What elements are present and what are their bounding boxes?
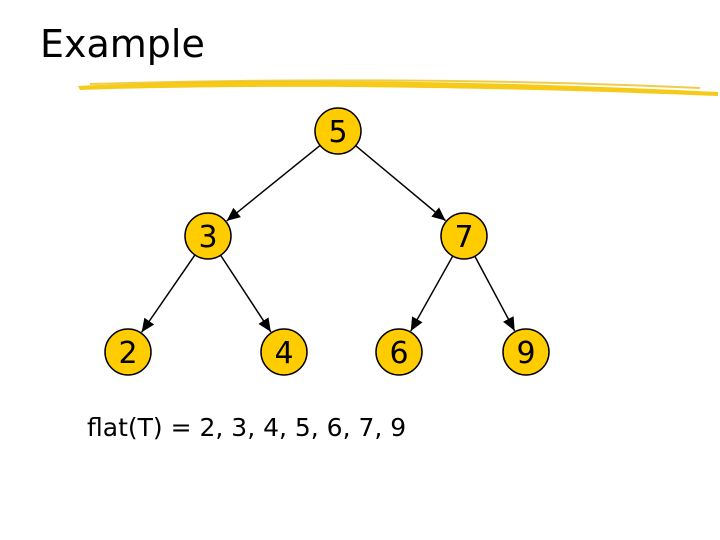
tree-node-label: 7: [454, 220, 473, 255]
tree-node-label: 3: [198, 220, 217, 255]
tree-node-4: 4: [260, 328, 308, 376]
tree-edge-n3-n2: [141, 254, 196, 333]
tree-node-2: 2: [104, 328, 152, 376]
tree-edge-n5-n3: [226, 144, 321, 222]
tree-node-circle: [260, 328, 308, 376]
tree-node-circle: [502, 328, 550, 376]
tree-edge-n7-n9: [474, 255, 516, 332]
tree-node-label: 2: [118, 336, 137, 371]
tree-node-circle: [375, 328, 423, 376]
tree-node-circle: [314, 107, 362, 155]
tree-node-label: 4: [274, 336, 293, 371]
tree-node-5: 5: [314, 107, 362, 155]
tree-node-circle: [184, 212, 232, 260]
tree-node-7: 7: [440, 212, 488, 260]
tree-edge-n5-n7: [355, 145, 447, 222]
tree-node-3: 3: [184, 212, 232, 260]
tree-node-label: 6: [389, 336, 408, 371]
slide-title: Example: [40, 22, 205, 66]
tree-nodes: 5 3 7 2 4 6 9: [104, 107, 550, 376]
tree-node-label: 9: [516, 336, 535, 371]
tree-edge-n7-n6: [410, 255, 454, 332]
tree-edge-n3-n4: [219, 254, 272, 333]
title-underline: [78, 79, 718, 96]
flat-formula: flat(T) = 2, 3, 4, 5, 6, 7, 9: [87, 413, 407, 442]
tree-node-6: 6: [375, 328, 423, 376]
tree-node-label: 5: [328, 115, 347, 150]
tree-node-9: 9: [502, 328, 550, 376]
tree-node-circle: [104, 328, 152, 376]
tree-edges: [141, 144, 516, 333]
tree-node-circle: [440, 212, 488, 260]
